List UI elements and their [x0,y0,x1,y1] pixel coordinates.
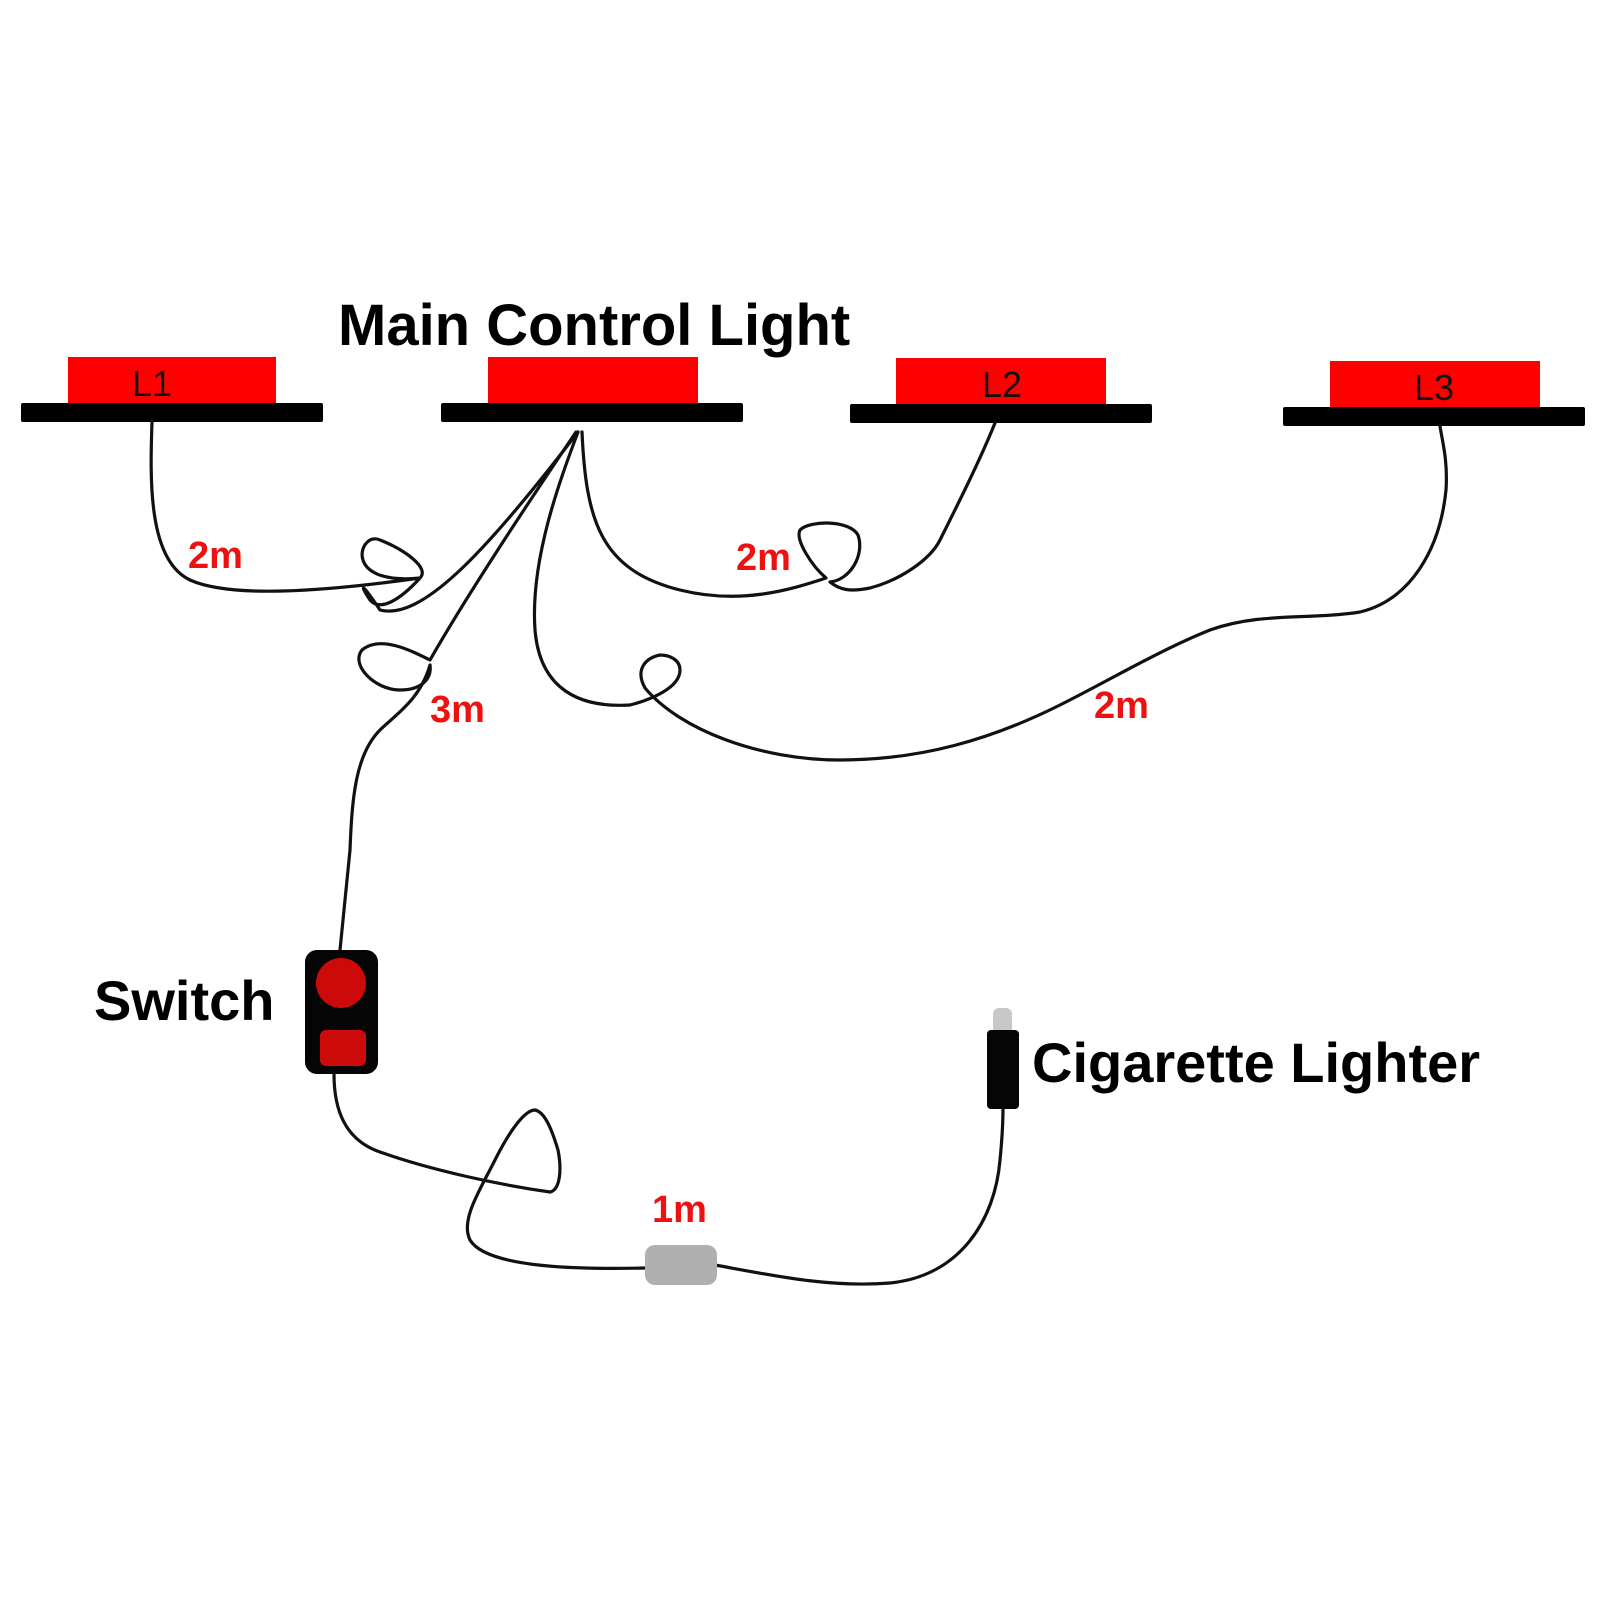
length-label-switch: 3m [430,689,485,731]
wire-main-to-l3 [532,424,1448,762]
light-l3-base [1283,407,1585,426]
main-light-lens [488,357,698,403]
light-l2: L2 [850,358,1152,423]
length-label-l3: 2m [1094,685,1149,727]
wire-main-to-switch [338,430,578,952]
switch-button-on[interactable] [316,958,366,1008]
main-light-base [441,403,743,422]
switch-button-off[interactable] [320,1030,366,1066]
switch-label: Switch [94,969,274,1032]
diagram-title: Main Control Light [338,293,850,358]
light-l1-base [21,403,323,422]
cigarette-lighter-label: Cigarette Lighter [1032,1031,1480,1094]
light-l3-label: L3 [1414,367,1454,408]
light-l3: L3 [1283,361,1585,426]
light-l1-lens [68,357,276,403]
length-label-l1: 2m [188,535,243,577]
wire-switch-to-lighter [332,1072,647,1270]
length-label-lighter: 1m [652,1189,707,1231]
wire-l1-to-main [149,420,580,613]
light-l2-lens [896,358,1106,404]
main-control-light [441,357,743,422]
light-l1-label: L1 [132,363,172,404]
cigarette-lighter-plug[interactable] [987,1008,1019,1109]
light-l1: L1 [21,357,323,422]
wire-main-to-l2 [580,421,997,598]
switch[interactable] [305,950,378,1074]
lighter-plug-body[interactable] [987,1030,1019,1109]
light-l2-label: L2 [982,364,1022,405]
wire-connector-to-lighter [713,1106,1005,1286]
light-l3-lens [1330,361,1540,407]
lighter-plug-tip [993,1008,1012,1034]
length-label-l2: 2m [736,537,791,579]
light-l2-base [850,404,1152,423]
inline-connector [645,1245,717,1285]
